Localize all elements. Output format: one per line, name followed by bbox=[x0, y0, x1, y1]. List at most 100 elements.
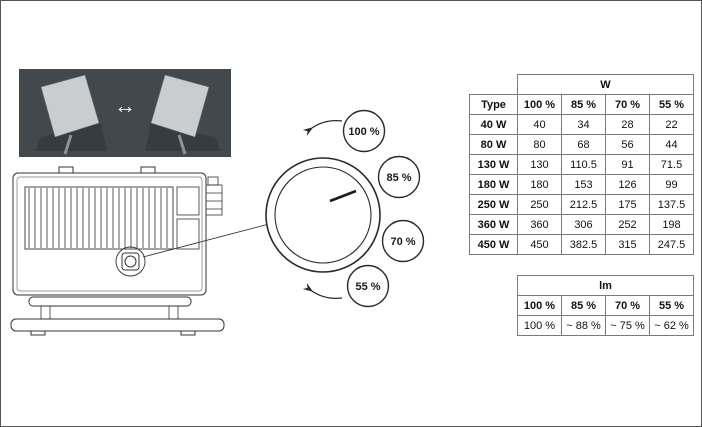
value-cell: 130 bbox=[517, 154, 562, 175]
foot bbox=[30, 330, 46, 336]
value-cell: 22 bbox=[649, 114, 694, 135]
value-cell: 71.5 bbox=[649, 154, 694, 175]
value-cell: ~ 88 % bbox=[561, 315, 606, 336]
table-row: 40 W 40 34 28 22 bbox=[469, 114, 694, 135]
floodlight-tilted-left bbox=[40, 74, 100, 138]
bracket-bar bbox=[28, 296, 192, 307]
value-cell: 252 bbox=[605, 214, 650, 235]
value-cell: 180 bbox=[517, 174, 562, 195]
power-table: W Type 100 % 85 % 70 % 55 % 40 W 40 34 2… bbox=[469, 74, 694, 255]
type-cell: 130 W bbox=[469, 154, 518, 175]
value-cell: 91 bbox=[605, 154, 650, 175]
dial-option-circle[interactable] bbox=[377, 155, 421, 199]
dial-option-55[interactable]: 55 % bbox=[346, 264, 390, 308]
table-row: lm bbox=[517, 275, 694, 296]
type-cell: 80 W bbox=[469, 134, 518, 155]
rotate-arrow-bottom-icon bbox=[302, 282, 343, 299]
dimmer-knob[interactable] bbox=[121, 252, 140, 271]
value-cell: 40 bbox=[517, 114, 562, 135]
value-cell: 56 bbox=[605, 134, 650, 155]
double-arrow-icon: ↔ bbox=[114, 93, 136, 118]
dial-option-circle[interactable] bbox=[342, 109, 386, 153]
dial-option-label: 85 % bbox=[386, 172, 411, 184]
value-cell: 68 bbox=[561, 134, 606, 155]
housing-inner-edge bbox=[16, 176, 203, 292]
dial-option-85[interactable]: 85 % bbox=[377, 155, 421, 199]
column-header: 100 % bbox=[517, 94, 562, 115]
side-knob bbox=[207, 176, 219, 186]
mounting-stirrup bbox=[10, 318, 225, 332]
column-header: 70 % bbox=[605, 94, 650, 115]
table-row: 180 W 180 153 126 99 bbox=[469, 174, 694, 195]
dial-option-circle[interactable] bbox=[381, 219, 425, 263]
side-bracket-lines bbox=[206, 192, 222, 210]
rotate-arrow-top-icon bbox=[302, 120, 343, 137]
power-table-unit-header: W bbox=[517, 74, 694, 95]
aiming-illustration: ↔ bbox=[19, 69, 231, 157]
table-row: 100 % 85 % 70 % 55 % bbox=[517, 295, 694, 316]
dial-option-100[interactable]: 100 % bbox=[342, 109, 386, 153]
table-row: 130 W 130 110.5 91 71.5 bbox=[469, 154, 694, 175]
type-cell: 450 W bbox=[469, 234, 518, 255]
column-header: 70 % bbox=[605, 295, 650, 316]
value-cell: 28 bbox=[605, 114, 650, 135]
floodlight-rear-drawing bbox=[10, 166, 270, 336]
dimmer-knob-cap[interactable] bbox=[124, 255, 137, 268]
dial-option-70[interactable]: 70 % bbox=[381, 219, 425, 263]
value-cell: 250 bbox=[517, 194, 562, 215]
type-cell: 250 W bbox=[469, 194, 518, 215]
value-cell: 100 % bbox=[517, 315, 562, 336]
floodlight-shadow bbox=[145, 123, 221, 151]
type-cell: 40 W bbox=[469, 114, 518, 135]
dial-outer-ring[interactable] bbox=[265, 157, 381, 273]
value-cell: 247.5 bbox=[649, 234, 694, 255]
table-row: Type 100 % 85 % 70 % 55 % bbox=[469, 94, 694, 115]
bracket-arm bbox=[40, 305, 51, 320]
value-cell: 110.5 bbox=[561, 154, 606, 175]
value-cell: 306 bbox=[561, 214, 606, 235]
value-cell: 99 bbox=[649, 174, 694, 195]
column-header: 55 % bbox=[649, 94, 694, 115]
column-header: 85 % bbox=[561, 295, 606, 316]
dial-inner-ring bbox=[274, 166, 372, 264]
floodlight-diagram: ↔ bbox=[10, 69, 425, 336]
type-cell: 180 W bbox=[469, 174, 518, 195]
bracket-arm bbox=[168, 305, 179, 320]
table-row: 360 W 360 306 252 198 bbox=[469, 214, 694, 235]
table-row: 450 W 450 382.5 315 247.5 bbox=[469, 234, 694, 255]
value-cell: 212.5 bbox=[561, 194, 606, 215]
value-cell: 450 bbox=[517, 234, 562, 255]
lumen-table: lm 100 % 85 % 70 % 55 % 100 % ~ 88 % ~ 7… bbox=[517, 275, 694, 336]
type-cell: 360 W bbox=[469, 214, 518, 235]
heatsink-panel bbox=[24, 186, 174, 250]
floodlight-stand bbox=[63, 134, 73, 155]
table-row: W bbox=[470, 74, 694, 95]
table-row: 100 % ~ 88 % ~ 75 % ~ 62 % bbox=[517, 315, 694, 336]
dial-option-circle[interactable] bbox=[346, 264, 390, 308]
column-header: 85 % bbox=[561, 94, 606, 115]
column-header: 100 % bbox=[517, 295, 562, 316]
foot bbox=[180, 330, 196, 336]
column-header: Type bbox=[469, 94, 518, 115]
value-cell: 153 bbox=[561, 174, 606, 195]
lumen-table-unit-header: lm bbox=[517, 275, 694, 296]
leader-line bbox=[142, 223, 270, 258]
floodlight-tilted-right bbox=[150, 74, 210, 138]
empty-cell bbox=[470, 75, 518, 95]
dimmer-dial-detail: 100 % 85 % 70 % 55 % bbox=[265, 109, 425, 308]
value-cell: ~ 75 % bbox=[605, 315, 650, 336]
dial-option-label: 100 % bbox=[348, 126, 379, 138]
driver-box bbox=[176, 186, 200, 216]
value-cell: 175 bbox=[605, 194, 650, 215]
side-bracket bbox=[205, 184, 223, 216]
value-cell: 80 bbox=[517, 134, 562, 155]
value-cell: 360 bbox=[517, 214, 562, 235]
value-cell: 382.5 bbox=[561, 234, 606, 255]
dial-option-label: 55 % bbox=[355, 281, 380, 293]
value-cell: 34 bbox=[561, 114, 606, 135]
dial-option-label: 70 % bbox=[390, 236, 415, 248]
value-cell: ~ 62 % bbox=[649, 315, 694, 336]
value-cell: 126 bbox=[605, 174, 650, 195]
table-row: 250 W 250 212.5 175 137.5 bbox=[469, 194, 694, 215]
